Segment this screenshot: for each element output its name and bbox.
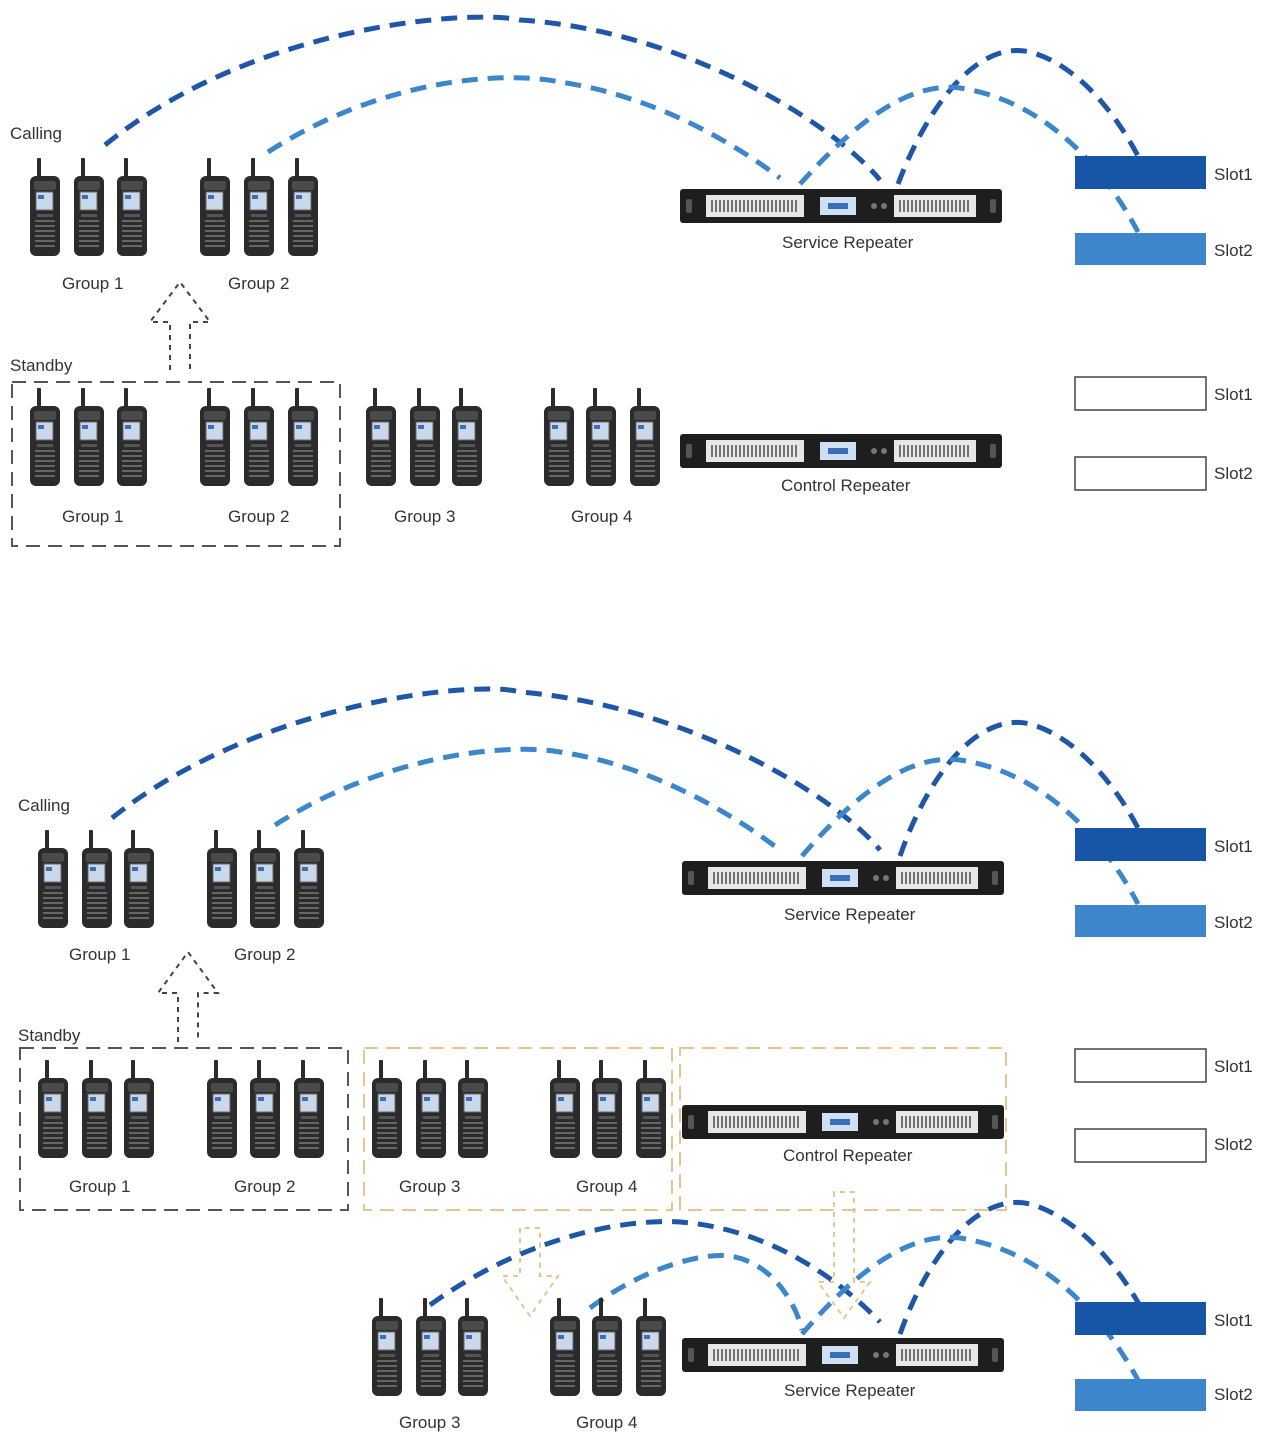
radio-group-4-standby (543, 387, 661, 487)
standby-label: Standby (10, 356, 73, 375)
standby-group-2-label: Group 2 (228, 507, 289, 526)
standby-box (11, 381, 341, 547)
panel-2: Calling Group 1 Group 2 Standby Group 1 … (18, 686, 1253, 1432)
p2-control-slot2-label: Slot2 (1214, 1135, 1253, 1154)
standby-group-3-label: Group 3 (394, 507, 455, 526)
radio-group-3-standby (365, 387, 483, 487)
standby-group-1-label: Group 1 (62, 507, 123, 526)
group-1-label: Group 1 (62, 274, 123, 293)
p2-second-slot1-box (1075, 1302, 1206, 1335)
control-repeater-label: Control Repeater (781, 476, 911, 495)
p2-control-slot1-box (1074, 1048, 1207, 1083)
p2-new-link-group4-slot2-arc (588, 1252, 805, 1331)
p2-control-repeater-label: Control Repeater (783, 1146, 913, 1165)
p2-service-repeater-device (681, 860, 1005, 896)
p2-standby-group-4-label: Group 4 (576, 1177, 637, 1196)
p2-move-up-arrow (156, 950, 220, 1042)
p2-control-slot2-box (1074, 1128, 1207, 1163)
p2-move-down-arrow-repeater (816, 1191, 872, 1320)
p2-link-repeater-slot2-arc (800, 756, 1141, 906)
p2-radio-group-2-standby (206, 1059, 325, 1159)
link-repeater-slot2-arc (798, 84, 1141, 234)
p2-radio-group-1-calling (37, 829, 155, 929)
p2-new-link-group3-slot1-arc (428, 1219, 882, 1324)
p2-second-slot2-label: Slot2 (1214, 1385, 1253, 1404)
panel-1: Calling Group 1 Group 2 Standby Group 1 … (10, 14, 1253, 547)
p2-radio-group-2-calling (206, 829, 325, 929)
p2-control-repeater-device (681, 1104, 1005, 1140)
service-repeater-device (679, 188, 1003, 224)
control-slot1-label: Slot1 (1214, 385, 1253, 404)
p2-new-link-repeater-slot2-arc (800, 1234, 1141, 1382)
p2-radio-group-3-standby (371, 1059, 489, 1159)
p2-standby-group-3-label: Group 3 (399, 1177, 460, 1196)
control-slot1-box (1074, 376, 1207, 411)
service-slot2-box (1075, 233, 1206, 265)
link-group1-slot1-arc (103, 14, 882, 182)
service-slot1-label: Slot1 (1214, 165, 1253, 184)
p2-move-down-arrow-groups (500, 1227, 560, 1318)
service-repeater-label: Service Repeater (782, 233, 914, 252)
p2-service-slot1-label: Slot1 (1214, 837, 1253, 856)
p2-standby-box (19, 1047, 349, 1211)
p2-service-slot2-label: Slot2 (1214, 913, 1253, 932)
p2-second-slot1-label: Slot1 (1214, 1311, 1253, 1330)
p2-control-slot1-label: Slot1 (1214, 1057, 1253, 1076)
p2-radio-group-3-moved (371, 1297, 489, 1397)
calling-label: Calling (10, 124, 62, 143)
p2-radio-group-4-moved (549, 1297, 667, 1397)
standby-group-4-label: Group 4 (571, 507, 632, 526)
p2-calling-label: Calling (18, 796, 70, 815)
group-2-label: Group 2 (228, 274, 289, 293)
service-slot1-box (1075, 156, 1206, 189)
control-slot2-box (1074, 456, 1207, 491)
p2-radio-group-1-standby (37, 1059, 155, 1159)
radio-group-2-calling (199, 157, 319, 257)
p2-link-group2-slot2-arc (273, 746, 782, 852)
radio-group-1-calling (29, 157, 148, 257)
p2-second-service-repeater-device (681, 1337, 1005, 1373)
p2-link-group1-slot1-arc (110, 686, 882, 852)
p2-group-1-label: Group 1 (69, 945, 130, 964)
service-slot2-label: Slot2 (1214, 241, 1253, 260)
p2-second-service-repeater-label: Service Repeater (784, 1381, 916, 1400)
p2-moved-group-4-label: Group 4 (576, 1413, 637, 1432)
p2-service-repeater-label: Service Repeater (784, 905, 916, 924)
p2-standby-group-1-label: Group 1 (69, 1177, 130, 1196)
radio-group-2-standby (199, 387, 319, 487)
p2-group-2-label: Group 2 (234, 945, 295, 964)
p2-second-slot2-box (1075, 1379, 1206, 1411)
p2-service-slot2-box (1075, 905, 1206, 937)
p2-radio-group-4-standby (549, 1059, 667, 1159)
p2-group3-4-highlight-box (363, 1047, 673, 1211)
p2-moved-group-3-label: Group 3 (399, 1413, 460, 1432)
move-up-arrow (148, 280, 212, 370)
control-slot2-label: Slot2 (1214, 464, 1253, 483)
control-repeater-device (679, 433, 1003, 469)
p2-service-slot1-box (1075, 828, 1206, 861)
p2-control-repeater-highlight-box (679, 1047, 1007, 1211)
p2-standby-group-2-label: Group 2 (234, 1177, 295, 1196)
link-group2-slot2-arc (266, 75, 782, 180)
radio-group-1-standby (29, 387, 148, 487)
p2-standby-label: Standby (18, 1026, 81, 1045)
